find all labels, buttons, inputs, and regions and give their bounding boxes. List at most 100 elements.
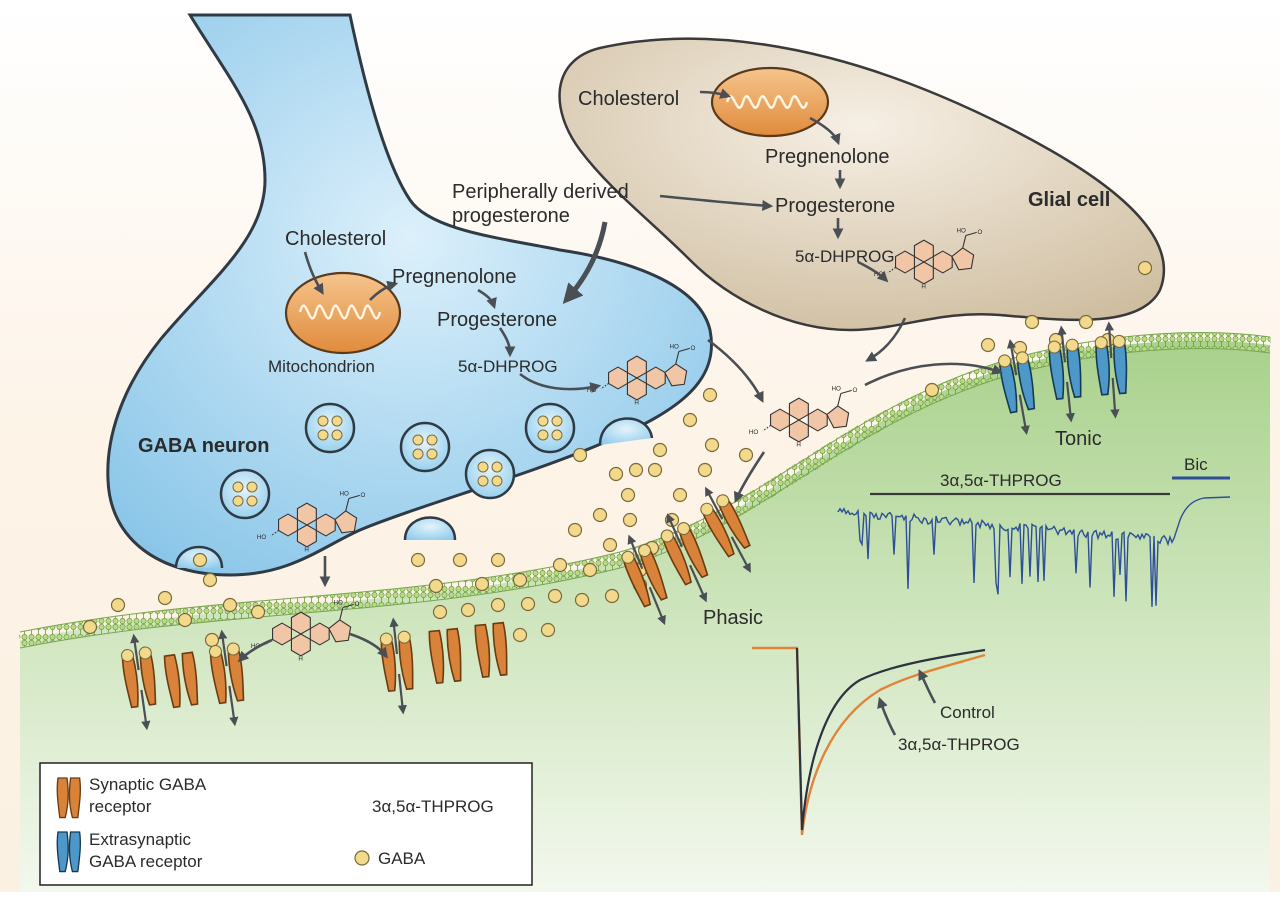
gaba-dot bbox=[82, 619, 98, 635]
molecule-oh-label: HO bbox=[956, 227, 966, 234]
gaba-dot bbox=[552, 557, 568, 573]
gaba-dot bbox=[1137, 260, 1153, 276]
gaba-dot bbox=[980, 337, 996, 353]
glia-cholesterol-label: Cholesterol bbox=[578, 88, 679, 110]
gaba-dot bbox=[432, 604, 448, 620]
legend-extrasynaptic-line1: Extrasynaptic bbox=[89, 830, 192, 849]
phasic-drug-label: 3α,5α-THPROG bbox=[898, 735, 1020, 754]
gaba-dot bbox=[652, 442, 668, 458]
neuron-pregnenolone-label: Pregnenolone bbox=[392, 266, 517, 288]
gaba-dot bbox=[608, 466, 624, 482]
gaba-dot bbox=[622, 512, 638, 528]
vesicle bbox=[524, 402, 576, 454]
fusing-vesicle bbox=[598, 417, 654, 446]
gaba-dot bbox=[250, 604, 266, 620]
gaba-dot bbox=[704, 437, 720, 453]
molecule-oh-label: HO bbox=[669, 343, 679, 350]
gaba-dot bbox=[574, 592, 590, 608]
molecule-o-label: O bbox=[853, 387, 858, 394]
gaba-dot bbox=[512, 627, 528, 643]
gaba-dot bbox=[572, 447, 588, 463]
gaba-dot bbox=[567, 522, 583, 538]
legend-extrasynaptic-line2: GABA receptor bbox=[89, 852, 203, 871]
gaba-dot bbox=[738, 447, 754, 463]
pathway-arrows bbox=[237, 88, 1004, 663]
synaptic-vesicles bbox=[219, 402, 576, 520]
gaba-dot bbox=[582, 562, 598, 578]
gaba-dot bbox=[547, 588, 563, 604]
legend-extrasynaptic-receptor-icon bbox=[56, 831, 82, 873]
phasic-recording bbox=[752, 646, 986, 836]
molecule-o-label: O bbox=[355, 601, 360, 608]
legend-synaptic-line2: receptor bbox=[89, 797, 152, 816]
gaba-dot bbox=[452, 552, 468, 568]
molecule-h-label: H bbox=[796, 442, 801, 449]
synaptic-receptor bbox=[621, 534, 668, 626]
gaba-dot bbox=[924, 382, 940, 398]
tonic-bic-label: Bic bbox=[1184, 455, 1208, 474]
gaba-dot bbox=[192, 552, 208, 568]
mitochondrion-glia bbox=[710, 66, 830, 138]
tonic-recording bbox=[837, 476, 1231, 607]
gaba-dot bbox=[204, 632, 220, 648]
vesicle bbox=[464, 448, 516, 500]
steroid-molecule: HO HO O H bbox=[749, 385, 858, 448]
gaba-dot bbox=[157, 590, 173, 606]
glial-cell-title: Glial cell bbox=[1028, 189, 1110, 211]
gaba-dot bbox=[682, 412, 698, 428]
tonic-trace bbox=[837, 496, 1231, 607]
phasic-label: Phasic bbox=[703, 607, 763, 629]
phasic-control-label: Control bbox=[940, 703, 995, 722]
gaba-dot bbox=[490, 552, 506, 568]
molecule-ho-label: HO bbox=[251, 643, 261, 650]
tonic-label: Tonic bbox=[1055, 428, 1102, 450]
molecule-h-label: H bbox=[304, 547, 309, 554]
glial-cell bbox=[558, 37, 1166, 332]
molecule-h-label: H bbox=[298, 656, 303, 663]
gaba-dot bbox=[110, 597, 126, 613]
synaptic-receptor bbox=[428, 627, 462, 684]
gaba-dot bbox=[672, 487, 688, 503]
glia-progesterone-label: Progesterone bbox=[775, 195, 895, 217]
neuron-dhprog-label: 5α-DHPROG bbox=[458, 357, 558, 376]
phasic-control-trace bbox=[752, 646, 986, 836]
gaba-dot bbox=[647, 462, 663, 478]
gaba-dot bbox=[1078, 314, 1094, 330]
molecule-ho-label: HO bbox=[749, 429, 759, 436]
gaba-dot bbox=[512, 572, 528, 588]
gaba-dot bbox=[222, 597, 238, 613]
legend-gaba-dot bbox=[354, 850, 370, 866]
postsynaptic-cell bbox=[20, 340, 1270, 892]
gaba-dot bbox=[520, 596, 536, 612]
gaba-dot bbox=[604, 588, 620, 604]
legend-synaptic-receptor-icon bbox=[56, 777, 82, 819]
molecule-o-label: O bbox=[978, 229, 983, 236]
extrasynaptic-receptor bbox=[998, 338, 1036, 436]
molecule-oh-label: HO bbox=[831, 385, 841, 392]
legend-box bbox=[39, 762, 533, 886]
vesicle bbox=[399, 421, 451, 473]
synaptic-receptor bbox=[660, 513, 709, 603]
fusing-vesicle bbox=[403, 516, 457, 541]
gaba-dot bbox=[410, 552, 426, 568]
receptors bbox=[120, 321, 1128, 731]
glia-pregnenolone-label: Pregnenolone bbox=[765, 146, 890, 168]
gaba-dot bbox=[697, 462, 713, 478]
gaba-dot bbox=[702, 387, 718, 403]
vesicle bbox=[304, 402, 356, 454]
molecule-ho-label: HO bbox=[257, 534, 267, 541]
molecule-h-label: H bbox=[634, 400, 639, 407]
gaba-dot bbox=[202, 572, 218, 588]
molecule-h-label: H bbox=[921, 284, 926, 291]
gaba-neuron-title: GABA neuron bbox=[138, 435, 269, 457]
neuron-progesterone-label: Progesterone bbox=[437, 309, 557, 331]
molecule-o-label: O bbox=[361, 492, 366, 499]
gaba-molecules bbox=[82, 260, 1153, 648]
gaba-dot bbox=[540, 622, 556, 638]
vesicle bbox=[219, 468, 271, 520]
gaba-dot bbox=[460, 602, 476, 618]
